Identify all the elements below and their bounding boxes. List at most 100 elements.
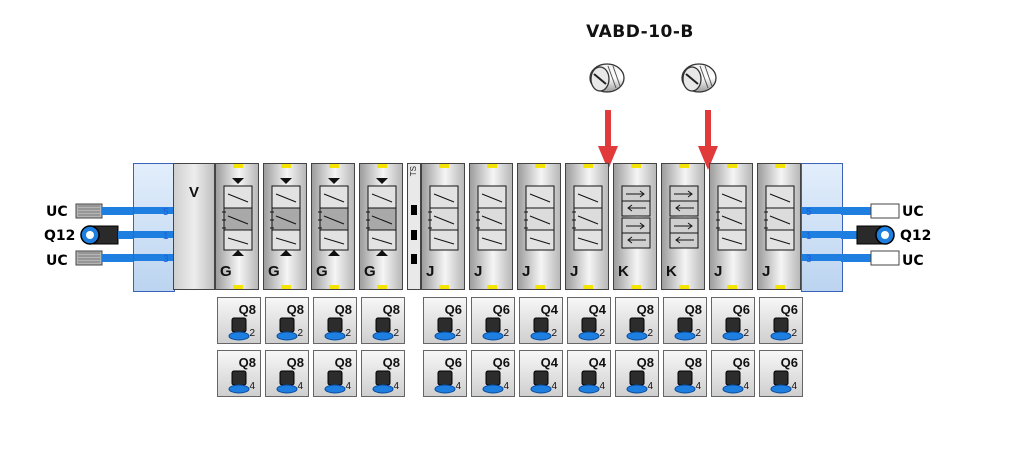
valve-module[interactable]: G <box>359 163 403 290</box>
push-in-fitting-icon <box>626 317 648 341</box>
connector-size-label: Q8 <box>334 355 352 370</box>
marker-bar <box>439 164 449 168</box>
push-in-fitting-icon <box>856 225 895 245</box>
plug-screw-icon <box>589 63 625 93</box>
solenoid-valve-symbol-icon <box>572 185 603 251</box>
connector-port-label: 2 <box>503 328 509 339</box>
separator-module: TS <box>407 163 421 290</box>
valve-module[interactable]: J <box>517 163 561 290</box>
valve-module[interactable]: K <box>613 163 657 290</box>
solenoid-valve-symbol-icon <box>621 185 651 249</box>
supply-module[interactable]: V <box>173 163 215 290</box>
valve-code-label: K <box>666 263 677 280</box>
right-top-label: UC <box>902 204 924 220</box>
connector-port-label: 2 <box>249 328 255 339</box>
lower-connector[interactable]: Q8 4 <box>663 350 707 397</box>
valve-module[interactable]: J <box>709 163 753 290</box>
valve-code-label: G <box>316 263 328 280</box>
connector-size-label: Q8 <box>334 302 352 317</box>
connector-port-label: 2 <box>551 328 557 339</box>
valve-module[interactable]: J <box>757 163 801 290</box>
tube-5 <box>102 207 134 215</box>
marker-bar <box>535 164 545 168</box>
connector-port-label: 2 <box>393 328 399 339</box>
silencer-icon <box>75 250 103 266</box>
connector-size-label: Q8 <box>684 355 702 370</box>
connector-port-label: 4 <box>297 381 303 392</box>
valve-code-label: J <box>762 263 771 280</box>
marker-bar <box>727 164 737 168</box>
push-in-fitting-icon <box>722 317 744 341</box>
push-in-fitting-icon <box>578 370 600 394</box>
connector-size-label: Q6 <box>492 302 510 317</box>
push-in-fitting-icon <box>626 370 648 394</box>
separator-label: TS <box>409 166 418 177</box>
valve-code-label: J <box>426 263 435 280</box>
upper-connector[interactable]: Q4 2 <box>519 297 563 344</box>
upper-connector[interactable]: Q8 2 <box>313 297 357 344</box>
valve-code-label: K <box>618 263 629 280</box>
connector-port-label: 2 <box>647 328 653 339</box>
left-fittings <box>75 203 134 266</box>
push-in-fitting-icon <box>372 317 394 341</box>
connector-port-label: 2 <box>345 328 351 339</box>
port-label: 5 <box>806 207 812 218</box>
valve-module[interactable]: J <box>421 163 465 290</box>
connector-port-label: 4 <box>695 381 701 392</box>
upper-connector[interactable]: Q6 2 <box>471 297 515 344</box>
valve-module[interactable]: J <box>565 163 609 290</box>
connector-port-label: 2 <box>695 328 701 339</box>
marker-bar <box>631 164 641 168</box>
port-label: 5 <box>163 207 169 218</box>
valve-module[interactable]: G <box>263 163 307 290</box>
valve-module[interactable]: K <box>661 163 705 290</box>
connector-size-label: Q8 <box>636 355 654 370</box>
valve-module[interactable]: G <box>215 163 259 290</box>
push-in-fitting-icon <box>722 370 744 394</box>
right-middle-label: Q12 <box>900 228 932 244</box>
push-in-fitting-icon <box>482 317 504 341</box>
push-in-fitting-icon <box>578 317 600 341</box>
solenoid-valve-symbol-icon <box>476 185 507 251</box>
connector-size-label: Q4 <box>540 355 558 370</box>
connector-size-label: Q6 <box>780 355 798 370</box>
solenoid-valve-symbol-icon <box>318 178 349 256</box>
left-bottom-label: UC <box>46 253 68 269</box>
connector-size-label: Q6 <box>444 355 462 370</box>
connector-port-label: 4 <box>393 381 399 392</box>
valve-code-label: J <box>570 263 579 280</box>
connector-size-label: Q4 <box>540 302 558 317</box>
solenoid-valve-symbol-icon <box>764 185 795 251</box>
valve-module[interactable]: G <box>311 163 355 290</box>
push-in-fitting-icon <box>372 370 394 394</box>
valve-code-label: G <box>268 263 280 280</box>
blanking-plug-icon <box>870 203 900 219</box>
connector-port-label: 2 <box>791 328 797 339</box>
port-label: 3 <box>163 254 169 265</box>
valve-code-label: J <box>714 263 723 280</box>
valve-module[interactable]: J <box>469 163 513 290</box>
marker-bar <box>679 164 689 168</box>
push-in-fitting-icon <box>434 370 456 394</box>
tube-3 <box>841 254 871 262</box>
